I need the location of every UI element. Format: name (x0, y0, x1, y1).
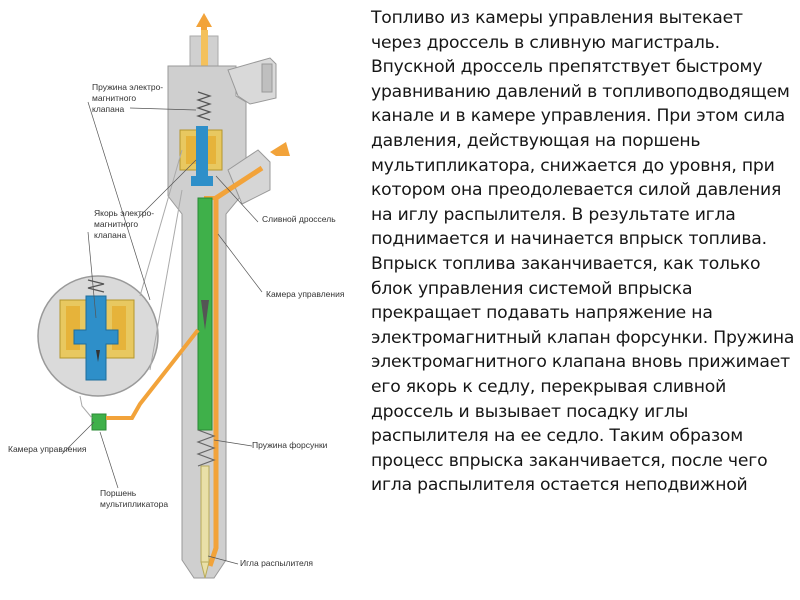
flow-arrow-icon (201, 300, 209, 330)
label-drain-throttle: Сливной дроссель (262, 214, 336, 224)
label-injector-spring: Пружина форсунки (252, 440, 328, 450)
label-needle: Игла распылителя (240, 558, 313, 568)
piston-detail (91, 413, 107, 431)
label-control-chamber-right: Камера управления (266, 289, 345, 299)
nozzle-needle (200, 465, 210, 563)
high-pressure-channel (207, 165, 264, 567)
return-flow-arrow-icon (196, 13, 212, 34)
fuel-inlet-arrow-icon (270, 142, 290, 156)
description-text: Топливо из камеры управления вытекает че… (371, 8, 795, 496)
injector-spring (196, 429, 216, 467)
label-control-chamber-left: Камера управления (8, 444, 87, 454)
